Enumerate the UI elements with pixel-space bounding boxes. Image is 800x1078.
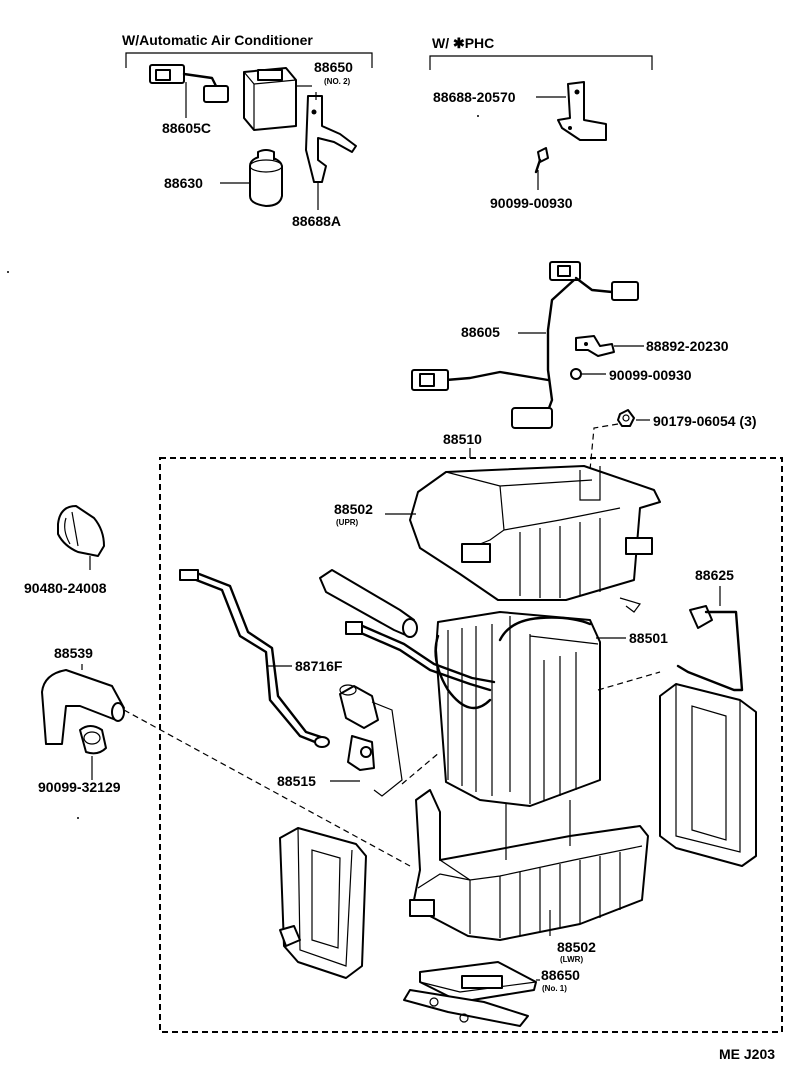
label-90480-24008: 90480-24008 (24, 580, 107, 596)
label-88650-no1-sub: (No. 1) (542, 984, 567, 993)
sensor-88630-drawing (249, 149, 283, 207)
label-88688-20570: 88688-20570 (433, 89, 516, 105)
label-88688A: 88688A (292, 213, 341, 229)
label-88539: 88539 (54, 645, 93, 661)
label-88716F: 88716F (295, 658, 343, 674)
figure-code: ME J203 (719, 1046, 775, 1062)
clip-88892-20230-drawing (575, 335, 615, 357)
label-88502-lwr-sub: (LWR) (560, 955, 583, 964)
harness-88605-drawing (411, 261, 639, 429)
label-90099-00930-top: 90099-00930 (490, 195, 573, 211)
screw-90099-00930-top-drawing (534, 147, 549, 190)
label-88510: 88510 (443, 431, 482, 447)
label-90179-06054: 90179-06054 (3) (653, 413, 757, 429)
label-90099-32129: 90099-32129 (38, 779, 121, 795)
thermistor-88625-drawing (676, 586, 744, 692)
harness-88605C-drawing (149, 64, 229, 118)
label-88502-upr: 88502 (334, 501, 373, 517)
seal-right-drawing (659, 683, 757, 867)
bracket-88688A-drawing (305, 92, 357, 210)
label-88502-upr-sub: (UPR) (336, 518, 359, 527)
label-88650-no2: 88650 (314, 59, 353, 75)
thermistor-leader (597, 671, 661, 691)
pipe-88716F-drawing (179, 569, 330, 748)
phc-bracket (429, 55, 653, 70)
plug-90099-32129-drawing (79, 725, 107, 780)
grommet-90480-24008-drawing (57, 505, 105, 570)
auto-ac-header: W/Automatic Air Conditioner (122, 32, 313, 48)
nut-90179-06054-drawing (589, 409, 650, 471)
bracket-88688-20570-drawing (557, 81, 607, 141)
auto-ac-group: W/Automatic Air Conditioner 88605C 88650… (122, 32, 373, 229)
label-88502-lwr: 88502 (557, 939, 596, 955)
auto-ac-bracket (125, 52, 373, 68)
case-88502-upper-drawing (409, 465, 661, 613)
screw-90099-00930-mid-drawing (570, 368, 606, 380)
label-88650-no2-sub: (NO. 2) (324, 77, 351, 86)
label-88501: 88501 (629, 630, 668, 646)
label-88515: 88515 (277, 773, 316, 789)
assembly-88510-frame (159, 457, 783, 1033)
seal-left-drawing (279, 827, 367, 979)
hose-88539-drawing (41, 664, 125, 745)
label-88650-no1: 88650 (541, 967, 580, 983)
case-88502-lower-drawing (409, 789, 649, 941)
pipe-inlet-drawing (345, 621, 496, 692)
relay-88650-no2-drawing (243, 67, 312, 131)
label-90099-00930-mid: 90099-00930 (609, 367, 692, 383)
label-88605: 88605 (461, 324, 500, 340)
valve-88515-drawing (339, 684, 403, 797)
label-88630: 88630 (164, 175, 203, 191)
amplifier-88650-no1-drawing (403, 961, 537, 1027)
label-88625: 88625 (695, 567, 734, 583)
hose-upper-drawing (319, 569, 418, 638)
evaporator-88501-drawing (434, 611, 601, 807)
label-88892-20230: 88892-20230 (646, 338, 729, 354)
phc-group: W/ ✱PHC 88688-20570 90099-00930 (429, 35, 653, 211)
label-88605C: 88605C (162, 120, 211, 136)
phc-header: W/ ✱PHC (432, 35, 494, 51)
hose-leader (123, 709, 411, 867)
valve-leader (401, 751, 441, 785)
